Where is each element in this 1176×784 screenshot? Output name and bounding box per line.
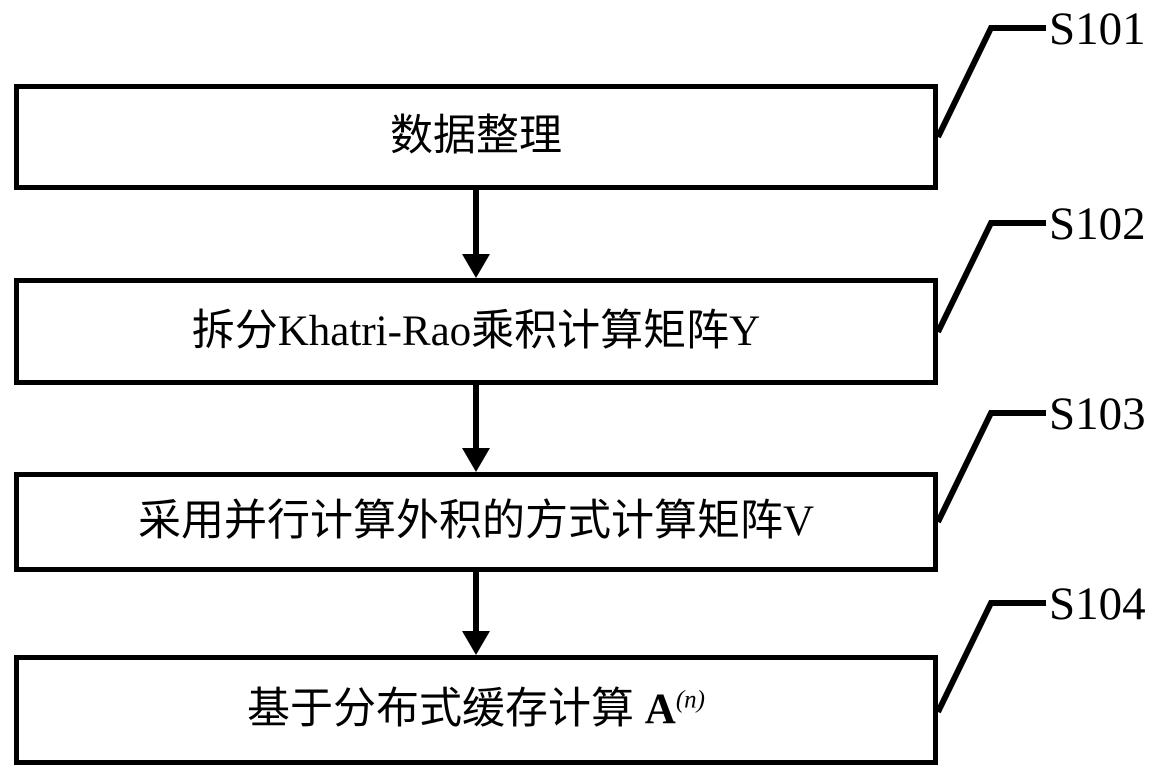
flow-box-s103-label: 采用并行计算外积的方式计算矩阵V (137, 498, 815, 546)
flow-box-s102: 拆分Khatri-Rao乘积计算矩阵Y (14, 278, 938, 385)
step-tag-s101: S101 (1049, 3, 1146, 55)
leader-line-s102 (935, 220, 1046, 334)
step-tag-s103: S103 (1049, 388, 1146, 440)
connector-s101-s102 (462, 190, 490, 278)
flow-box-s104: 基于分布式缓存计算 A(n) (14, 655, 938, 765)
flow-box-s103: 采用并行计算外积的方式计算矩阵V (14, 472, 938, 572)
leader-line-s104 (935, 600, 1046, 714)
connector-s102-s103 (462, 385, 490, 472)
connector-s103-s104 (462, 572, 490, 655)
flow-box-s102-label: 拆分Khatri-Rao乘积计算矩阵Y (191, 307, 761, 355)
leader-line-s101 (935, 25, 1046, 139)
flow-box-s104-label-prefix: 基于分布式缓存计算 (247, 686, 645, 734)
flow-box-s104-label-superscript: (n) (675, 687, 705, 715)
flow-box-s104-label: 基于分布式缓存计算 A(n) (247, 687, 705, 732)
flow-box-s104-label-matrix: A (644, 686, 676, 734)
step-tag-s102: S102 (1049, 198, 1146, 250)
flow-box-s101: 数据整理 (14, 84, 938, 190)
step-tag-s104: S104 (1049, 578, 1146, 630)
leader-line-s103 (935, 410, 1046, 524)
flow-box-s101-label: 数据整理 (390, 113, 562, 161)
